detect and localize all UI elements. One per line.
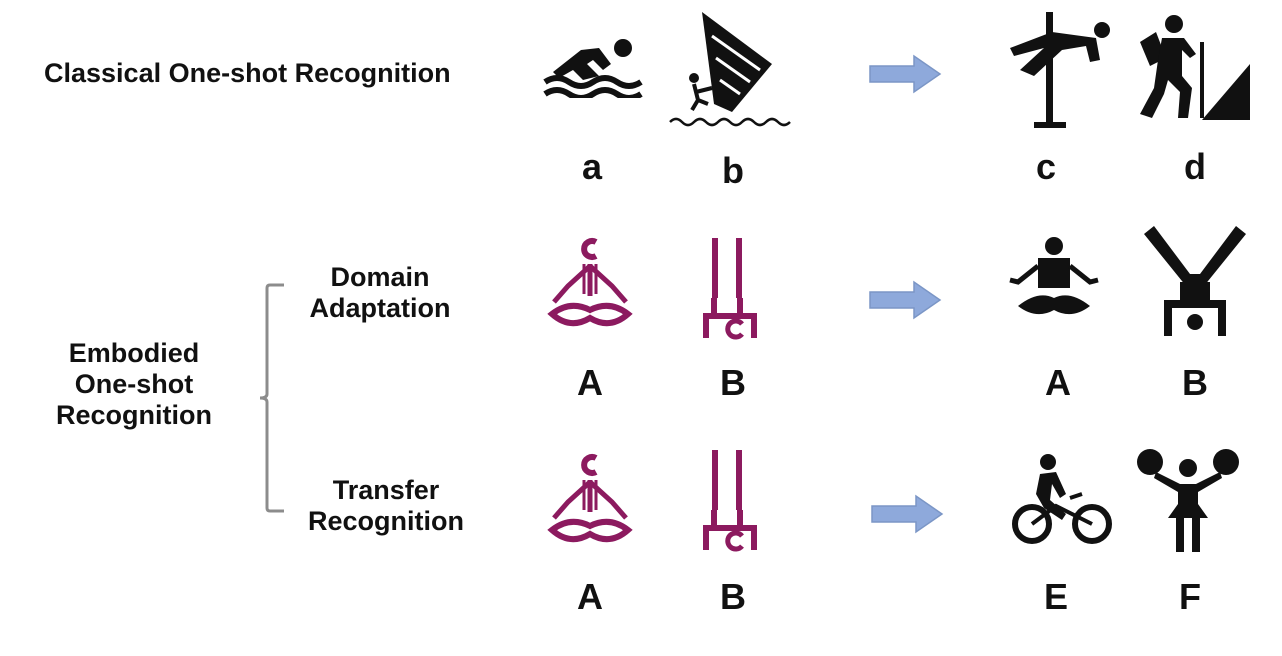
transfer-recognition-title: Transfer Recognition <box>296 475 476 537</box>
label-c: c <box>1035 146 1057 187</box>
arrow-right-icon <box>869 280 942 320</box>
meditation-icon <box>1009 237 1099 315</box>
swimming-icon <box>543 39 643 98</box>
hiking-icon <box>1140 15 1250 120</box>
yoga-lotus-icon <box>547 238 633 327</box>
embodied-label-line-3: Recognition <box>56 400 212 431</box>
handstand-icon <box>703 450 757 552</box>
label-F: F <box>1179 576 1201 617</box>
label-B-left: B <box>720 362 746 403</box>
arrow-right-icon <box>871 494 944 534</box>
domain-adaptation-line-2: Adaptation <box>309 293 451 324</box>
embodied-label-line-2: One-shot <box>74 369 194 400</box>
label-b: b <box>722 150 744 191</box>
domain-adaptation-title: Domain Adaptation <box>290 262 470 324</box>
label-A-left-row3: A <box>577 576 603 617</box>
label-A-left: A <box>577 362 603 403</box>
label-d: d <box>1184 146 1206 187</box>
transfer-recognition-line-2: Recognition <box>308 506 464 537</box>
transfer-recognition-line-1: Transfer <box>332 475 440 505</box>
handstand-icon <box>703 238 757 340</box>
arrow-right-icon <box>869 54 942 94</box>
label-E: E <box>1043 576 1068 617</box>
handstand-v-icon <box>1144 226 1246 336</box>
cheerleader-icon <box>1137 449 1239 552</box>
classical-one-shot-title: Classical One-shot Recognition <box>44 58 451 88</box>
domain-adaptation-line-1: Domain <box>330 262 430 292</box>
label-a: a <box>581 146 603 187</box>
label-A-right: A <box>1045 362 1071 403</box>
embodied-label-line-1: Embodied <box>68 338 200 368</box>
label-B-right: B <box>1182 362 1208 403</box>
yoga-lotus-icon <box>547 454 633 543</box>
pole-gymnastics-icon <box>1010 12 1110 128</box>
cycling-icon <box>1012 454 1112 544</box>
windsurfing-icon <box>669 12 791 127</box>
label-B-left-row3: B <box>720 576 746 617</box>
embodied-group-label: Embodied One-shot Recognition <box>34 338 234 431</box>
group-bracket <box>259 283 284 513</box>
